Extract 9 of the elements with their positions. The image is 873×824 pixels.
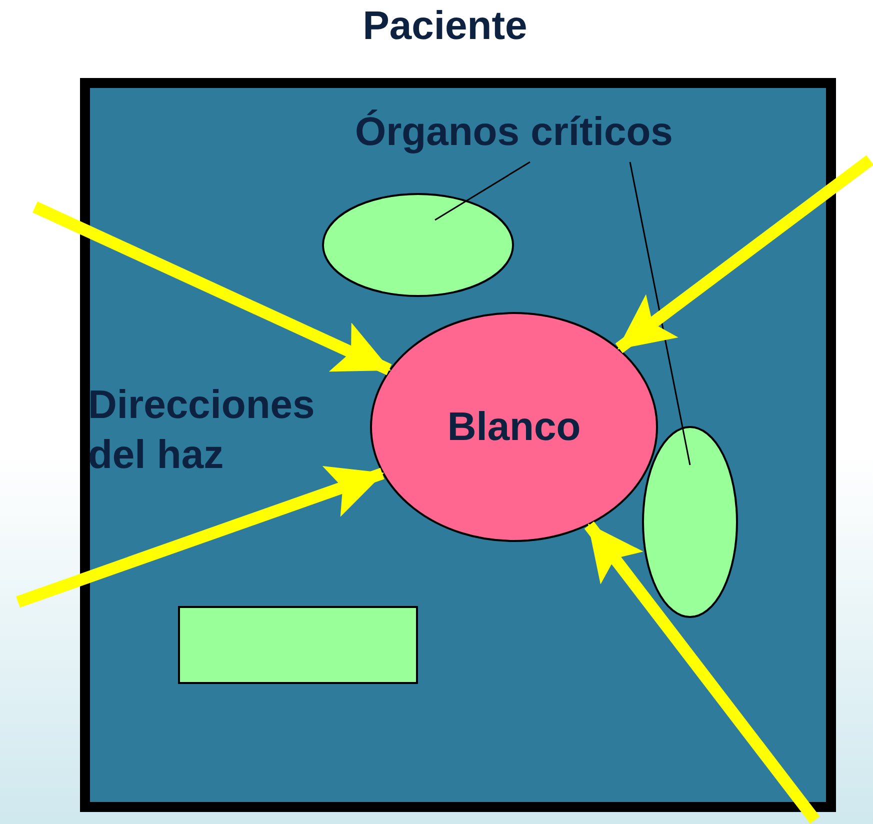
beam-arrow <box>615 155 873 354</box>
beam-arrow <box>584 521 820 824</box>
beam-arrow <box>32 202 392 376</box>
beam-arrow <box>16 466 384 608</box>
target-label: Blanco <box>447 405 581 449</box>
organ-label: Órganos críticos <box>355 108 673 156</box>
leader-line <box>629 162 691 466</box>
leader-line <box>434 161 530 221</box>
title: Paciente <box>362 3 528 50</box>
